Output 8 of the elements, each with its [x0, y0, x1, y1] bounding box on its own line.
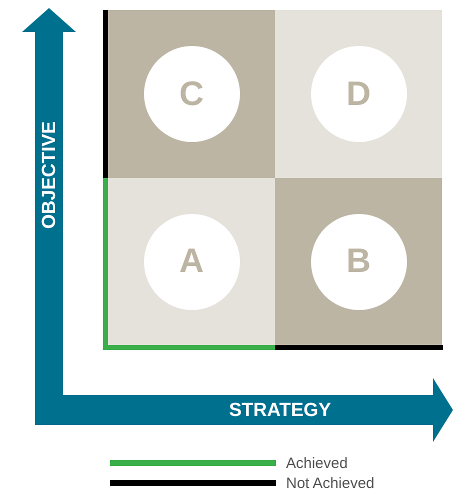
legend-text: Achieved — [286, 456, 348, 471]
quadrant-square — [108, 10, 275, 178]
axis-label: STRATEGY — [228, 400, 332, 420]
quadrant-square — [275, 10, 442, 178]
legend-text: Not Achieved — [286, 476, 374, 491]
quadrant-square — [275, 178, 442, 345]
quadrant-square — [108, 178, 275, 345]
axis-label: OBJECTIVE — [40, 121, 58, 229]
